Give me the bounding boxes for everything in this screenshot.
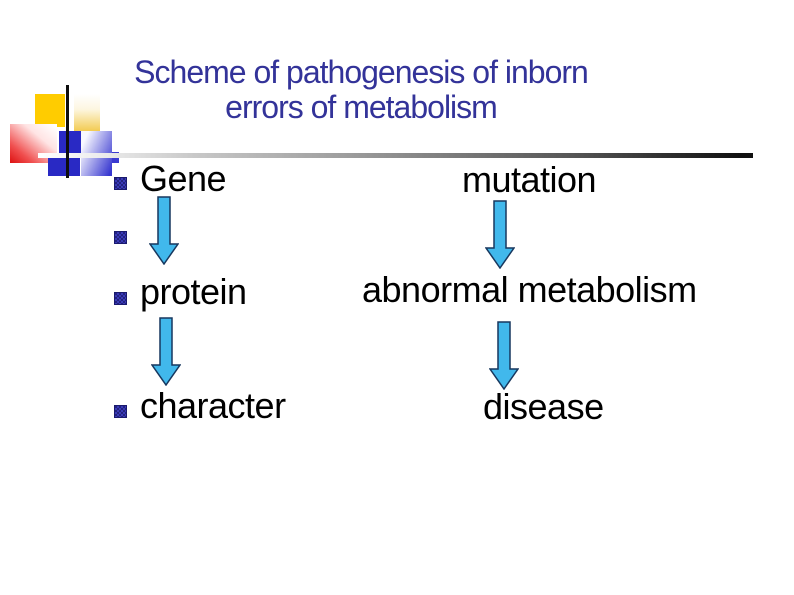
bullet-square-icon [114, 405, 127, 418]
slide-title: Scheme of pathogenesis of inborn errors … [28, 54, 694, 126]
title-line-2: errors of metabolism [225, 89, 498, 126]
node-abnormal-metabolism: abnormal metabolism [362, 269, 697, 310]
title-separator-line [38, 153, 753, 158]
node-gene: Gene [140, 158, 227, 199]
bullet-square-icon [114, 231, 127, 244]
decoration-navy-square-upper [59, 131, 81, 157]
decoration-navy-square-lower [48, 157, 80, 176]
down-arrow-icon [489, 321, 519, 390]
node-protein: protein [140, 271, 247, 312]
down-arrow-icon [485, 200, 515, 269]
node-character: character [140, 385, 286, 426]
decoration-gold-gradient-square [74, 94, 100, 132]
node-disease: disease [483, 386, 604, 427]
bullet-square-icon [114, 292, 127, 305]
title-line-1: Scheme of pathogenesis of inborn [134, 54, 589, 90]
down-arrow-icon [149, 196, 179, 265]
node-mutation: mutation [462, 159, 597, 200]
bullet-square-icon [114, 177, 127, 190]
decoration-vertical-line [66, 85, 69, 178]
decoration-gold-square [35, 94, 65, 127]
down-arrow-icon [151, 317, 181, 386]
